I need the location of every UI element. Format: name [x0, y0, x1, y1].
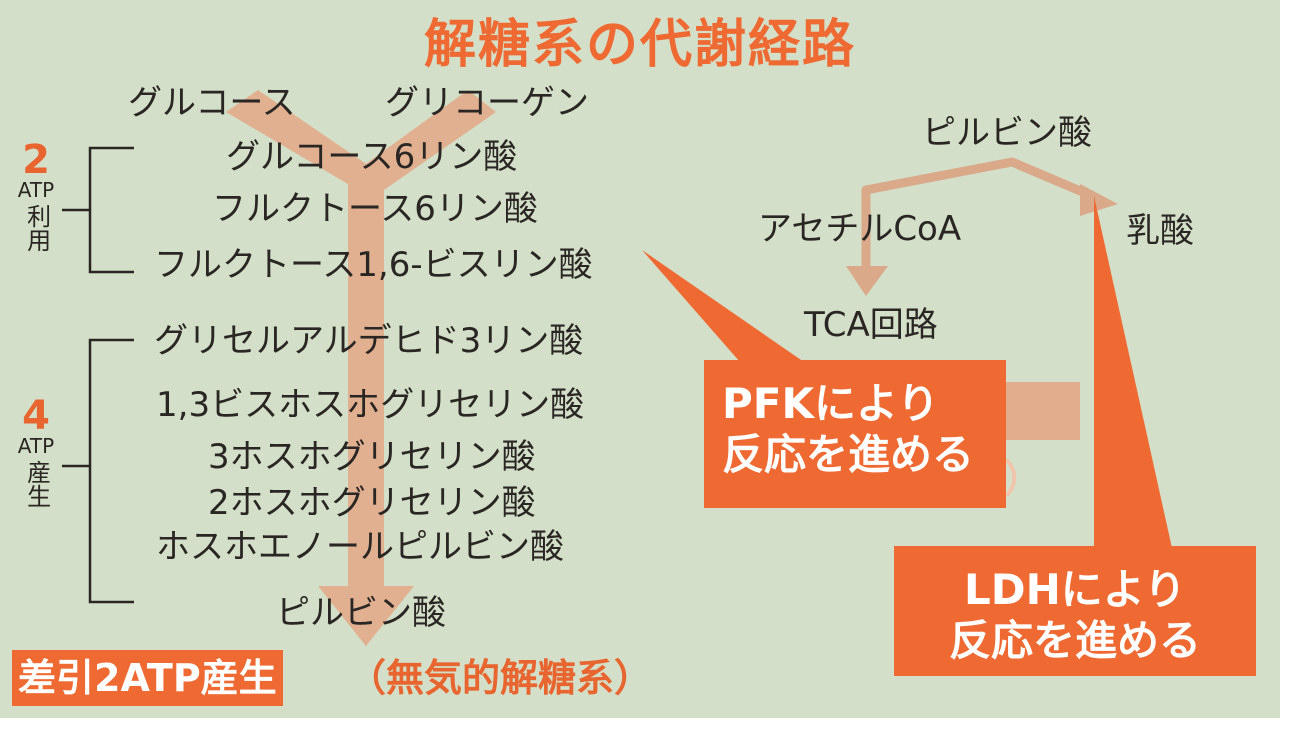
- metabolite-f16bp: フルクトース1,6-ビスリン酸: [154, 245, 593, 285]
- atp-use-kanji: 利用: [22, 204, 51, 252]
- atp-produce-unit: ATP: [17, 434, 55, 458]
- atp-produce-label: 4 ATP 産生: [14, 396, 58, 508]
- atp-produce-number: 4: [22, 393, 50, 439]
- net-atp-highlight: 差引2ATP産生: [12, 650, 283, 706]
- ldh-callout: LDHにより 反応を進める: [894, 546, 1256, 676]
- main-flow-arrow: [226, 90, 496, 646]
- metabolite-g6p: グルコース6リン酸: [226, 137, 518, 177]
- ghost-text: ）: [1004, 457, 1043, 501]
- branch-lactate: 乳酸: [1126, 211, 1194, 251]
- metabolite-pep: ホスホエノールピルビン酸: [156, 527, 564, 567]
- metabolite-13bpg: 1,3ビスホスホグリセリン酸: [156, 385, 585, 425]
- atp-produce-kanji: 産生: [22, 460, 51, 508]
- pathway-graphics: [62, 90, 1172, 646]
- label-glucose: グルコース: [128, 83, 296, 123]
- atp-produce-bracket: [62, 338, 134, 604]
- atp-use-unit: ATP: [17, 178, 55, 202]
- pfk-callout-pointer: [642, 250, 804, 362]
- branch-tca-cycle: TCA回路: [804, 305, 938, 345]
- right-branch-arrows: [861, 157, 1094, 266]
- atp-use-bracket: [62, 146, 134, 274]
- pfk-callout-line2: 反応を進める: [722, 430, 975, 480]
- page-title: 解糖系の代謝経路: [423, 15, 856, 75]
- atp-use-label: 2 ATP 利用: [14, 140, 58, 252]
- pfk-callout: PFKにより 反応を進める: [704, 360, 1006, 508]
- metabolite-f6p: フルクトース6リン酸: [212, 189, 538, 229]
- atp-use-number: 2: [22, 137, 50, 183]
- label-glycogen: グリコーゲン: [385, 83, 589, 123]
- metabolite-3pg: 3ホスホグリセリン酸: [208, 437, 536, 477]
- metabolite-pyruvate: ピルビン酸: [276, 593, 446, 633]
- branch-acetyl-coa: アセチルCoA: [758, 209, 962, 249]
- ldh-callout-pointer: [1094, 196, 1172, 548]
- ldh-callout-line1: LDHにより: [964, 565, 1186, 614]
- metabolite-2pg: 2ホスホグリセリン酸: [208, 483, 536, 523]
- diagram-canvas: 解糖系の代謝経路 グルコース グリコーゲン グルコース6リン酸 フルクトース6リ…: [0, 0, 1280, 718]
- branch-pyruvate: ピルビン酸: [922, 113, 1092, 153]
- pfk-callout-line1: PFKにより: [722, 379, 940, 428]
- net-atp-note: （無気的解糖系）: [348, 656, 653, 700]
- arrow-to-lactate: [1080, 184, 1118, 216]
- metabolite-g3p: グリセルアルデヒド3リン酸: [154, 321, 584, 361]
- ldh-callout-line2: 反応を進める: [948, 616, 1201, 666]
- arrow-to-tca: [846, 266, 888, 296]
